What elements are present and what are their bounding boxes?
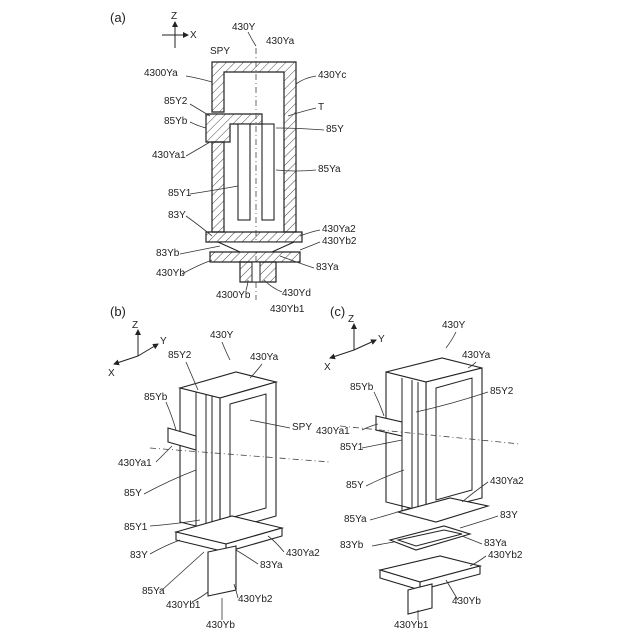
- housing-cutaway: [180, 388, 220, 532]
- label-83Y: 83Y: [500, 510, 518, 521]
- label-4300Ya: 4300Ya: [144, 68, 178, 79]
- label-430Ya1: 430Ya1: [118, 458, 152, 469]
- label-85Ya: 85Ya: [142, 586, 165, 597]
- label-430Yb2: 430Yb2: [322, 236, 357, 247]
- outlet-nozzle: [408, 584, 432, 614]
- label-430Yb1: 430Yb1: [394, 620, 429, 631]
- label-430Yb1: 430Yb1: [166, 600, 201, 611]
- panel-b-isometric-body: [150, 372, 330, 596]
- panel-c-tag: (c): [330, 304, 345, 319]
- filter-83Y: [218, 242, 294, 252]
- label-430Ya: 430Ya: [250, 352, 279, 363]
- panel-a-tag: (a): [110, 10, 126, 25]
- label-85Y2: 85Y2: [490, 386, 514, 397]
- label-85Ya: 85Ya: [318, 164, 341, 175]
- panel-b-axis: Z Y X: [108, 320, 167, 379]
- label-430Ya1: 430Ya1: [316, 426, 350, 437]
- filter-83Y: [390, 526, 470, 550]
- label-83Yb: 83Yb: [340, 540, 364, 551]
- label-83Y: 83Y: [168, 210, 186, 221]
- label-430Y: 430Y: [442, 320, 466, 331]
- label-430Yb2: 430Yb2: [238, 594, 273, 605]
- label-430Yb: 430Yb: [156, 268, 185, 279]
- label-430Ya: 430Ya: [266, 36, 295, 47]
- panel-b: (b) Z Y X: [108, 304, 330, 631]
- axis-z-label: Z: [132, 320, 138, 331]
- label-85Y2: 85Y2: [168, 350, 192, 361]
- base-plate: [210, 252, 300, 262]
- label-430Yd: 430Yd: [282, 288, 311, 299]
- label-85Yb: 85Yb: [144, 392, 168, 403]
- outlet-nozzle: [208, 546, 236, 596]
- label-430Y: 430Y: [210, 330, 234, 341]
- panel-c-axis: Z Y X: [324, 314, 385, 373]
- label-430Yc: 430Yc: [318, 70, 346, 81]
- label-85Ya: 85Ya: [344, 514, 367, 525]
- label-83Ya: 83Ya: [316, 262, 339, 273]
- label-SPY: SPY: [210, 46, 230, 57]
- label-85Y: 85Y: [124, 488, 142, 499]
- axis-y-label: Y: [160, 336, 167, 347]
- label-85Y: 85Y: [326, 124, 344, 135]
- axis-x-label: X: [108, 368, 115, 379]
- axis-y-label: Y: [378, 334, 385, 345]
- inner-tube-right: [262, 124, 274, 220]
- label-83Y: 83Y: [130, 550, 148, 561]
- label-83Yb: 83Yb: [156, 248, 180, 259]
- outlet-bore: [252, 262, 260, 282]
- outer-wall-left: [212, 142, 224, 232]
- label-430Ya2: 430Ya2: [286, 548, 320, 559]
- label-430Ya: 430Ya: [462, 350, 491, 361]
- label-T: T: [318, 102, 324, 113]
- tube-connector: [206, 114, 262, 142]
- axis-z-label: Z: [171, 11, 177, 22]
- label-85Y2: 85Y2: [164, 96, 188, 107]
- gasket-ring: [206, 232, 302, 242]
- label-430Yb: 430Yb: [206, 620, 235, 631]
- label-4300Yb: 4300Yb: [216, 290, 251, 301]
- panel-c: (c) Z Y X: [316, 304, 524, 631]
- label-430Yb1: 430Yb1: [270, 304, 305, 315]
- axis-z-label: Z: [348, 314, 354, 325]
- label-430Ya2: 430Ya2: [322, 224, 356, 235]
- label-85Yb: 85Yb: [164, 116, 188, 127]
- panel-a-axis: Z X: [162, 11, 197, 48]
- inner-tube-left: [238, 124, 250, 220]
- panel-a: (a) Z X 430Y 430Y: [110, 10, 357, 315]
- panel-b-tag: (b): [110, 304, 126, 319]
- label-85Y1: 85Y1: [168, 188, 192, 199]
- housing-side-face: [426, 368, 482, 512]
- label-430Y: 430Y: [232, 22, 256, 33]
- axis-x-label: X: [190, 30, 197, 41]
- panel-a-cross-section: [206, 48, 302, 300]
- label-85Y1: 85Y1: [340, 442, 364, 453]
- label-SPY: SPY: [292, 422, 312, 433]
- label-83Ya: 83Ya: [484, 538, 507, 549]
- label-83Ya: 83Ya: [260, 560, 283, 571]
- label-85Y: 85Y: [346, 480, 364, 491]
- label-85Yb: 85Yb: [350, 382, 374, 393]
- axis-x-label: X: [324, 362, 331, 373]
- label-430Ya2: 430Ya2: [490, 476, 524, 487]
- label-430Yb2: 430Yb2: [488, 550, 523, 561]
- label-85Y1: 85Y1: [124, 522, 148, 533]
- label-430Ya1: 430Ya1: [152, 150, 186, 161]
